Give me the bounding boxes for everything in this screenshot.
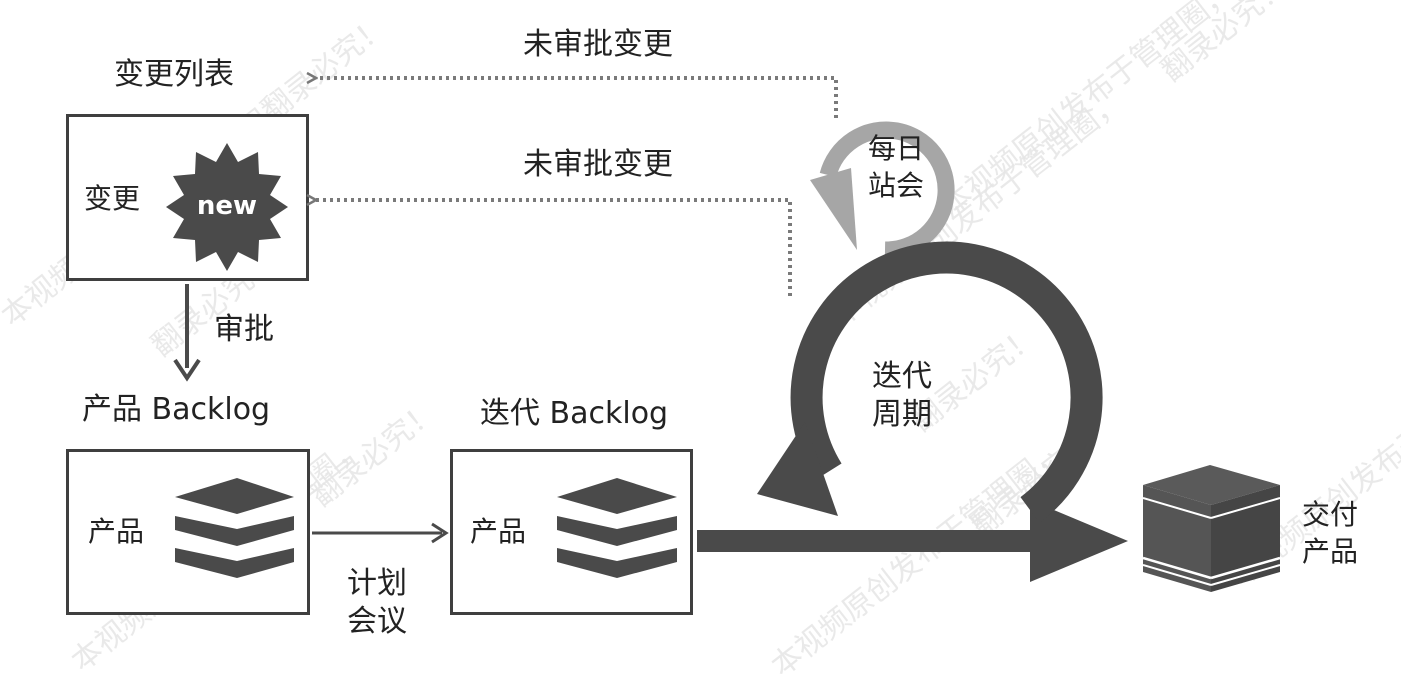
change-list-title: 变更列表 [114, 57, 234, 92]
new-badge-icon: new [166, 143, 288, 271]
daily-standup-loop [810, 121, 955, 259]
planning-meeting-label-line1: 计划 [347, 566, 407, 601]
approve-arrow [173, 284, 201, 382]
unapproved-change-top-line [316, 78, 838, 118]
approve-label: 审批 [214, 312, 274, 347]
iteration-cycle-loop [757, 241, 1103, 523]
unapproved-change-mid-label: 未审批变更 [523, 147, 673, 182]
deliver-label-line1: 交付 [1302, 498, 1359, 531]
deliver-label-line2: 产品 [1302, 535, 1359, 568]
product-backlog-title: 产品 Backlog [82, 392, 271, 427]
product-backlog-stack-icon [175, 478, 294, 578]
svg-text:new: new [197, 191, 257, 221]
product-backlog-item-label: 产品 [88, 515, 145, 548]
sprint-backlog-title: 迭代 Backlog [480, 396, 669, 431]
delivery-arrow [697, 500, 1128, 582]
diagram-graphics: new [166, 0, 1281, 592]
delivered-product-box-icon [1142, 465, 1281, 592]
daily-standup-label-line1: 每日 [868, 132, 925, 165]
iteration-cycle-label-line2: 周期 [872, 397, 932, 432]
change-label: 变更 [84, 182, 141, 215]
unapproved-change-mid-line [316, 200, 792, 296]
sprint-backlog-stack-icon [557, 478, 677, 578]
iteration-cycle-label-line1: 迭代 [872, 359, 932, 394]
daily-standup-label-line2: 站会 [868, 169, 925, 202]
planning-meeting-label-line2: 会议 [347, 604, 407, 639]
unapproved-change-top-label: 未审批变更 [523, 27, 673, 62]
sprint-backlog-item-label: 产品 [470, 515, 527, 548]
planning-arrow [312, 522, 449, 544]
